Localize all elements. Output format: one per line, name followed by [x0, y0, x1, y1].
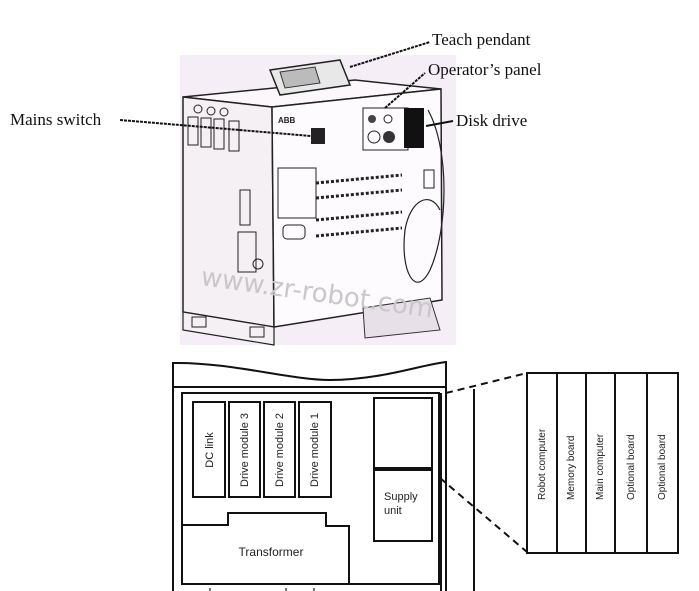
- cabinet-foot: [362, 297, 441, 339]
- teach-pendant-illustration: [268, 59, 352, 96]
- label-drive-module-2: Drive module 2: [274, 413, 286, 487]
- upper-compartment: [373, 397, 433, 469]
- module-drive-1: [298, 401, 332, 498]
- callout-teach-pendant: Teach pendant: [432, 30, 531, 49]
- boards-rack-outline: [526, 372, 679, 554]
- leader-line-teach-pendant: [349, 41, 431, 68]
- transformer-box: [181, 512, 350, 585]
- info-label-plate: [277, 167, 317, 219]
- label-supply-unit: Supply unit: [384, 491, 418, 517]
- cabinet-layout-diagram: DC link Drive module 3 Drive module 2 Dr…: [172, 360, 528, 591]
- module-drive-3: [228, 401, 261, 498]
- base-slot: [191, 316, 207, 328]
- cabinet-top-section: [172, 360, 447, 388]
- supply-unit-label-container: Supply unit: [384, 491, 418, 517]
- side-panel-details: [187, 104, 264, 273]
- pendant-screen: [279, 66, 321, 89]
- label-transformer: Transformer: [239, 545, 304, 559]
- vent-grille: [315, 173, 403, 238]
- computer-boards-rack: Robot computer Memory board Main compute…: [526, 372, 679, 554]
- module-drive-2: [263, 401, 296, 498]
- board-optional-2: Optional board: [657, 434, 668, 500]
- base-slot: [249, 326, 265, 338]
- leader-line-disk-drive: [425, 120, 454, 127]
- callout-operators-panel: Operator’s panel: [428, 60, 542, 79]
- zoom-dashed-line: [445, 372, 528, 394]
- callout-mains-switch: Mains switch: [10, 110, 102, 129]
- leader-line-operators-panel: [384, 72, 426, 109]
- connector: [282, 224, 306, 240]
- zoom-dashed-line: [439, 477, 528, 553]
- label-drive-module-3: Drive module 3: [239, 413, 251, 487]
- module-dc-link: [192, 401, 226, 498]
- board-main-computer: Main computer: [595, 433, 606, 500]
- abb-logo: ABB: [278, 116, 296, 125]
- cable-holder: [423, 169, 435, 189]
- label-drive-module-1: Drive module 1: [309, 413, 321, 487]
- mains-switch-knob: [311, 128, 325, 144]
- board-optional-1: Optional board: [626, 434, 637, 500]
- cabinet-front-face: [271, 88, 443, 328]
- callout-disk-drive: Disk drive: [456, 111, 527, 130]
- board-robot-computer: Robot computer: [537, 428, 548, 500]
- cabinet-illustration: ABB: [180, 55, 456, 346]
- disk-drive-slot: [404, 108, 424, 148]
- pendant-cable: [403, 109, 445, 283]
- label-dc-link: DC link: [204, 432, 216, 468]
- board-memory: Memory board: [566, 436, 577, 500]
- cabinet-outer-outline: [172, 386, 447, 591]
- supply-unit-box: [373, 469, 433, 542]
